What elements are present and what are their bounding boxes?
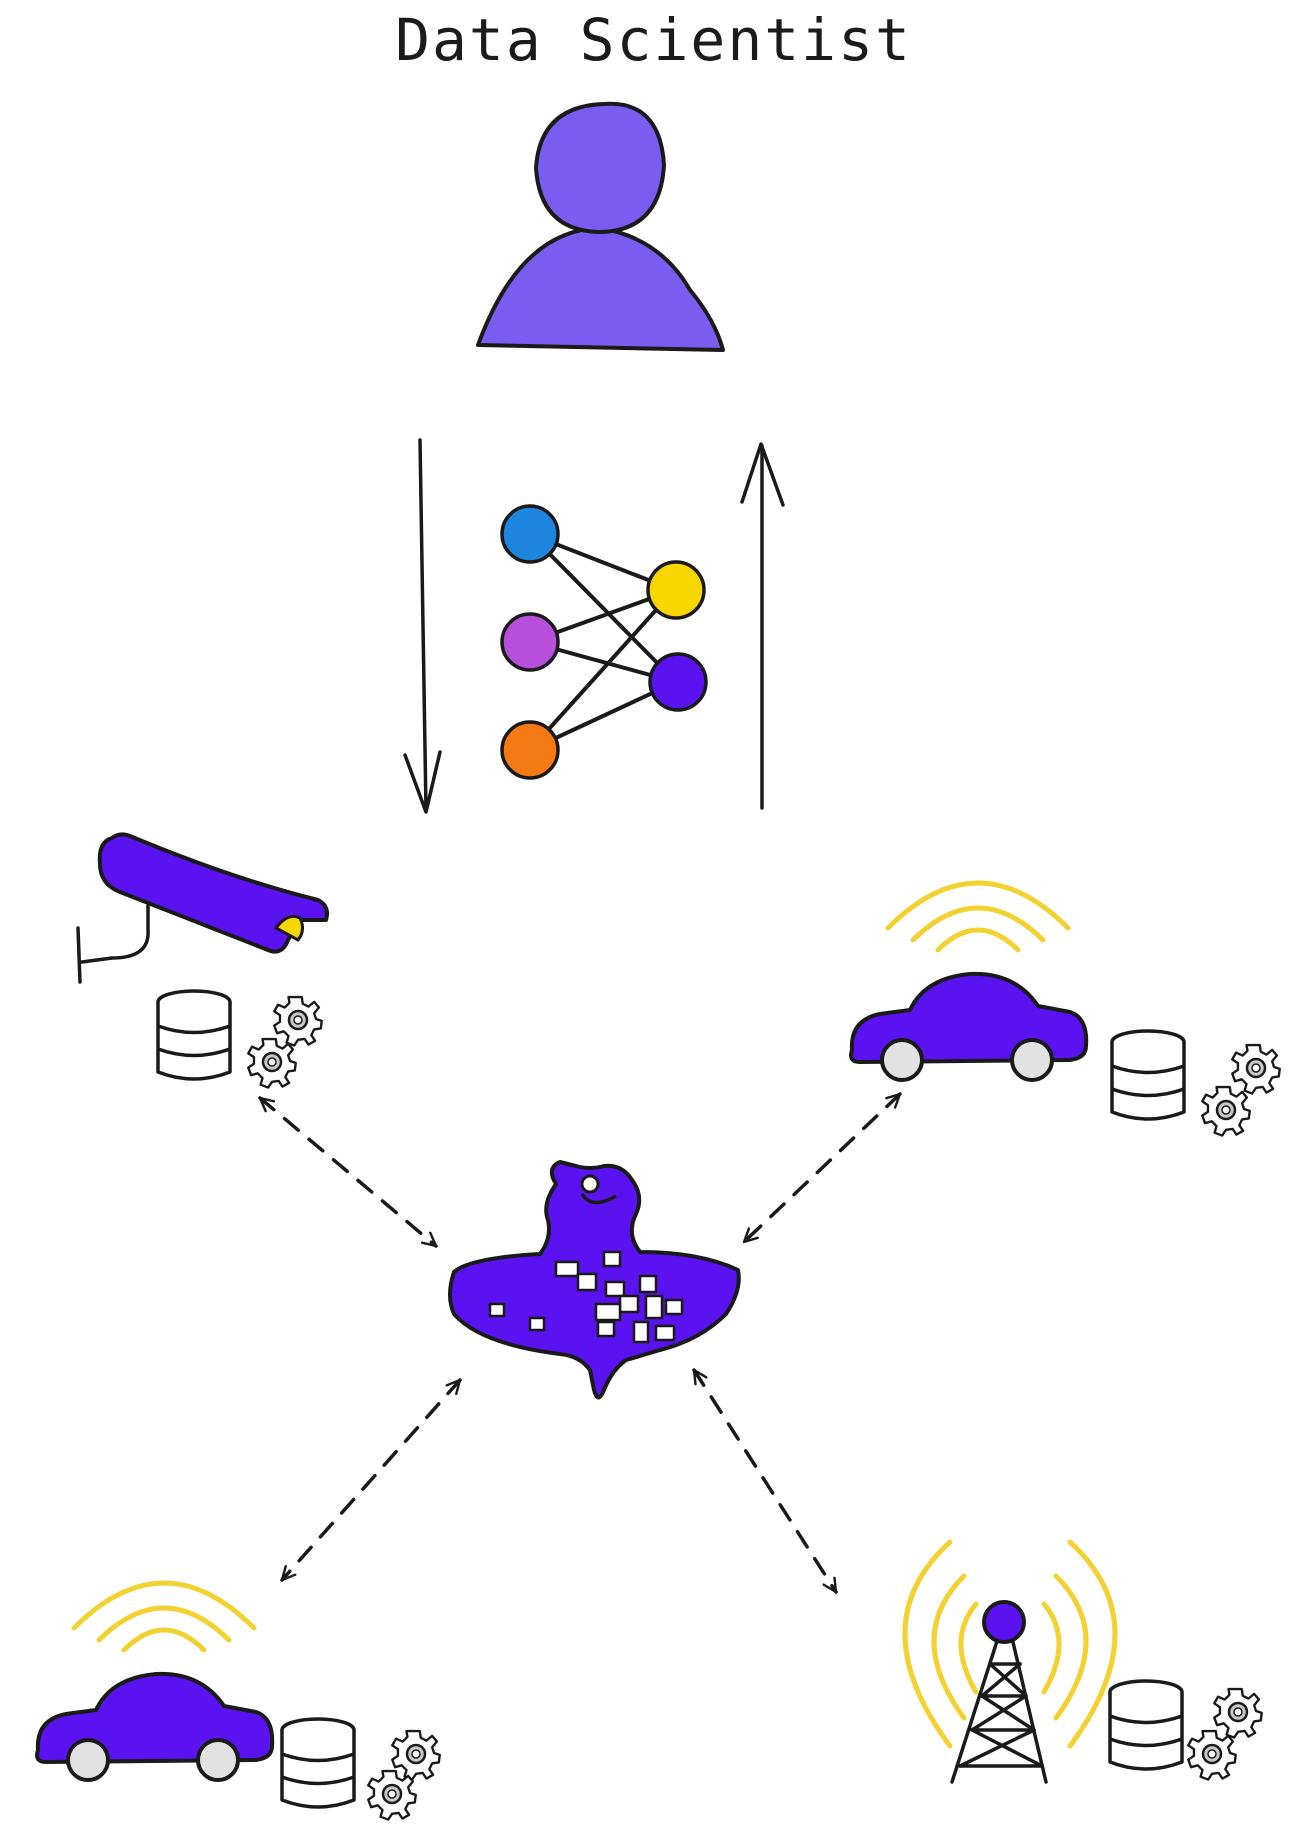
car-right-icon: [851, 974, 1086, 1080]
car-right-gears-icon: [1202, 1045, 1280, 1135]
camera-gears-icon: [248, 997, 322, 1087]
download-arrow: [405, 440, 440, 812]
input-node-purple: [502, 614, 558, 670]
car-left-database-icon: [282, 1719, 354, 1807]
camera-database-icon: [158, 991, 230, 1079]
cell-tower-icon: [952, 1602, 1046, 1782]
output-node-yellow: [648, 562, 704, 618]
input-node-blue: [502, 506, 558, 562]
camera-server-link: [260, 1098, 436, 1246]
car-left-server-link: [282, 1380, 460, 1580]
server-blob-icon: [450, 1162, 739, 1398]
upload-arrow: [742, 444, 783, 808]
car-right-signal-icon: [888, 883, 1068, 950]
output-node-violet: [650, 654, 706, 710]
person-icon: [478, 104, 723, 350]
car-left-gears-icon: [368, 1731, 440, 1819]
car-left-icon: [37, 1674, 272, 1780]
security-camera-icon: [78, 834, 327, 982]
input-node-orange: [502, 722, 558, 778]
cell-tower-gears-icon: [1188, 1689, 1262, 1779]
tower-server-link: [694, 1370, 836, 1592]
car-right-database-icon: [1112, 1031, 1184, 1119]
neural-network-icon: [502, 506, 706, 778]
car-left-signal-icon: [74, 1583, 254, 1650]
car-right-server-link: [744, 1094, 900, 1242]
cell-tower-database-icon: [1110, 1681, 1182, 1769]
